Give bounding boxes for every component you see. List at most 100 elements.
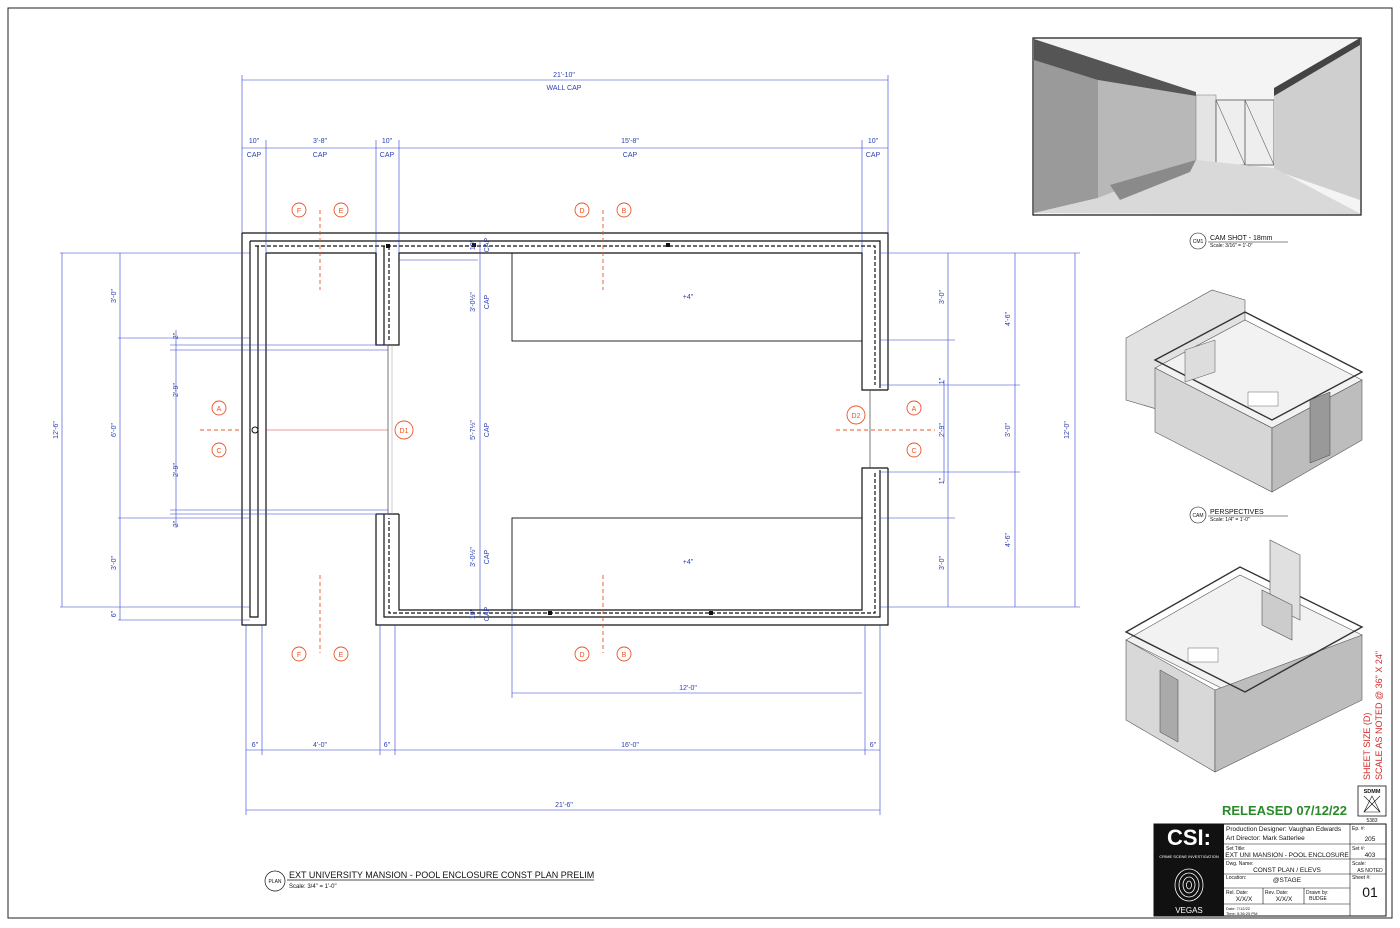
set-label: Set #: <box>1352 846 1365 852</box>
location: @STAGE <box>1273 877 1302 884</box>
cam-shot-title: CAM SHOT - 18mm <box>1210 235 1273 242</box>
right-dim-1: 4'-6" <box>1005 312 1012 326</box>
callout-e-top <box>333 202 349 218</box>
released-stamp: RELEASED 07/12/22 <box>1222 803 1347 818</box>
plot-date: Date: 7/12/22 <box>1226 906 1251 911</box>
right-dim-2: 3'-0" <box>1005 423 1012 437</box>
plan-scale: Scale: 3/4" = 1'-0" <box>289 884 337 890</box>
fingerprint-icon <box>1174 868 1204 902</box>
door-d1-label: D1 <box>400 428 409 435</box>
sheet-number: 01 <box>1362 884 1378 900</box>
cap-label-3: CAP <box>380 152 395 159</box>
right-inner-1: 3'-0" <box>939 290 946 304</box>
callout-c-left-label: C <box>216 448 221 455</box>
top-dim-4: 15'-8" <box>621 138 639 145</box>
show-logo-sub: CRIME SCENE INVESTIGATION <box>1159 854 1219 859</box>
title-block-frame <box>1153 823 1387 917</box>
left-small-1: 2" <box>173 332 180 339</box>
center-dim-5: 10" <box>470 608 477 619</box>
left-dim-4: 6" <box>111 610 118 617</box>
plan-labels: 21'-10" WALL CAP 10" 3'-8" 10" 15'-8" 10… <box>53 72 1071 809</box>
callout-c-right <box>906 442 922 458</box>
perspectives-caption: CAM PERSPECTIVES Scale: 1/4" = 1'-0" <box>1189 506 1288 524</box>
left-dim-3: 3'-0" <box>111 556 118 570</box>
set-title: EXT UNI MANSION - POOL ENCLOSURE <box>1225 852 1349 859</box>
callout-d-bottom <box>574 646 590 662</box>
sheet-border <box>7 7 1393 919</box>
left-dim-1: 3'-0" <box>111 289 118 303</box>
section-callouts <box>200 202 935 662</box>
center-dim-4: 3'-0½" <box>469 547 477 567</box>
callout-f-bottom-label: F <box>297 652 301 659</box>
plan-tag: PLAN <box>268 879 281 885</box>
right-small-1: 1" <box>939 377 946 384</box>
ep-number: 205 <box>1365 836 1376 843</box>
right-small-3: 1" <box>939 477 946 484</box>
bottom-inner-dim: 12'-0" <box>679 685 697 692</box>
cam-shot-scale: Scale: 3/16" = 1'-0" <box>1210 243 1253 249</box>
center-cap-1: CAP <box>484 237 491 252</box>
left-small-2: 2'-9" <box>173 383 180 397</box>
right-inner-2: 3'-0" <box>939 556 946 570</box>
stamp-number: 5383 <box>1366 818 1377 824</box>
stamp-label: SDMM <box>1364 789 1381 795</box>
callout-a-left-label: A <box>217 406 222 413</box>
rel-date: X/X/X <box>1236 896 1253 903</box>
center-dim-2: 3'-0½" <box>469 292 477 312</box>
sheet-label: Sheet #: <box>1352 875 1371 881</box>
cam-shot-render <box>1032 37 1362 216</box>
callout-a-right <box>906 400 922 416</box>
left-small-3: 2'-9" <box>173 463 180 477</box>
bottom-dim-5: 6" <box>870 742 877 749</box>
callout-a-right-label: A <box>912 406 917 413</box>
callout-e-top-label: E <box>339 208 344 215</box>
bench-bottom <box>511 517 863 611</box>
callout-a-left <box>211 400 227 416</box>
ep-label: Ep. #: <box>1352 826 1365 832</box>
center-dim-1: 10" <box>470 239 477 250</box>
bottom-dim-3: 6" <box>384 742 391 749</box>
cap-label-1: CAP <box>247 152 262 159</box>
plan-walls <box>241 232 889 626</box>
top-dim-1: 10" <box>249 138 260 145</box>
right-small-2: 2'-9" <box>939 423 946 437</box>
show-logo: CSI: <box>1167 825 1211 850</box>
callout-b-top <box>616 202 632 218</box>
rel-date-label: Rel. Date: <box>1226 890 1248 896</box>
left-dim-2: 6'-0" <box>111 423 118 437</box>
scale-value: AS NOTED <box>1357 868 1383 874</box>
callout-e-bottom <box>333 646 349 662</box>
callout-c-right-label: C <box>911 448 916 455</box>
cam-shot-caption: CM1 CAM SHOT - 18mm Scale: 3/16" = 1'-0" <box>1189 232 1288 250</box>
callout-d-top <box>574 202 590 218</box>
callout-f-bottom <box>291 646 307 662</box>
bottom-dim-1: 6" <box>252 742 259 749</box>
perspectives-title: PERSPECTIVES <box>1210 509 1264 516</box>
top-dim-3: 10" <box>382 138 393 145</box>
bench-bottom-label: +4" <box>683 559 694 566</box>
right-overall-dim: 12'-0" <box>1064 421 1071 439</box>
callout-b-top-label: B <box>622 208 627 215</box>
center-dim-3: 5'-7½" <box>469 420 477 440</box>
center-cap-4: CAP <box>484 549 491 564</box>
callout-c-left <box>211 442 227 458</box>
cap-label-5: CAP <box>866 152 881 159</box>
drawn-by-label: Drawn by: <box>1306 890 1329 896</box>
dwg-name-label: Dwg. Name: <box>1226 861 1254 867</box>
production-designer: Production Designer: Vaughan Edwards <box>1226 826 1342 833</box>
bottom-overall-dim: 21'-6" <box>555 802 573 809</box>
dimension-lines <box>60 75 1080 815</box>
rev-date: X/X/X <box>1276 896 1293 903</box>
right-dim-3: 4'-6" <box>1005 533 1012 547</box>
sheet-size-note: SHEET SIZE (D) <box>1362 713 1372 780</box>
callout-f-top <box>291 202 307 218</box>
callout-d-bottom-label: D <box>579 652 584 659</box>
center-cap-3: CAP <box>484 422 491 437</box>
callout-b-bottom <box>616 646 632 662</box>
scale-note: SCALE AS NOTED @ 36" X 24" <box>1374 651 1384 780</box>
art-director: Art Director: Mark Satterlee <box>1226 835 1305 842</box>
center-cap-5: CAP <box>484 606 491 621</box>
dwg-name: CONST PLAN / ELEVS <box>1253 867 1321 874</box>
callout-b-bottom-label: B <box>622 652 627 659</box>
